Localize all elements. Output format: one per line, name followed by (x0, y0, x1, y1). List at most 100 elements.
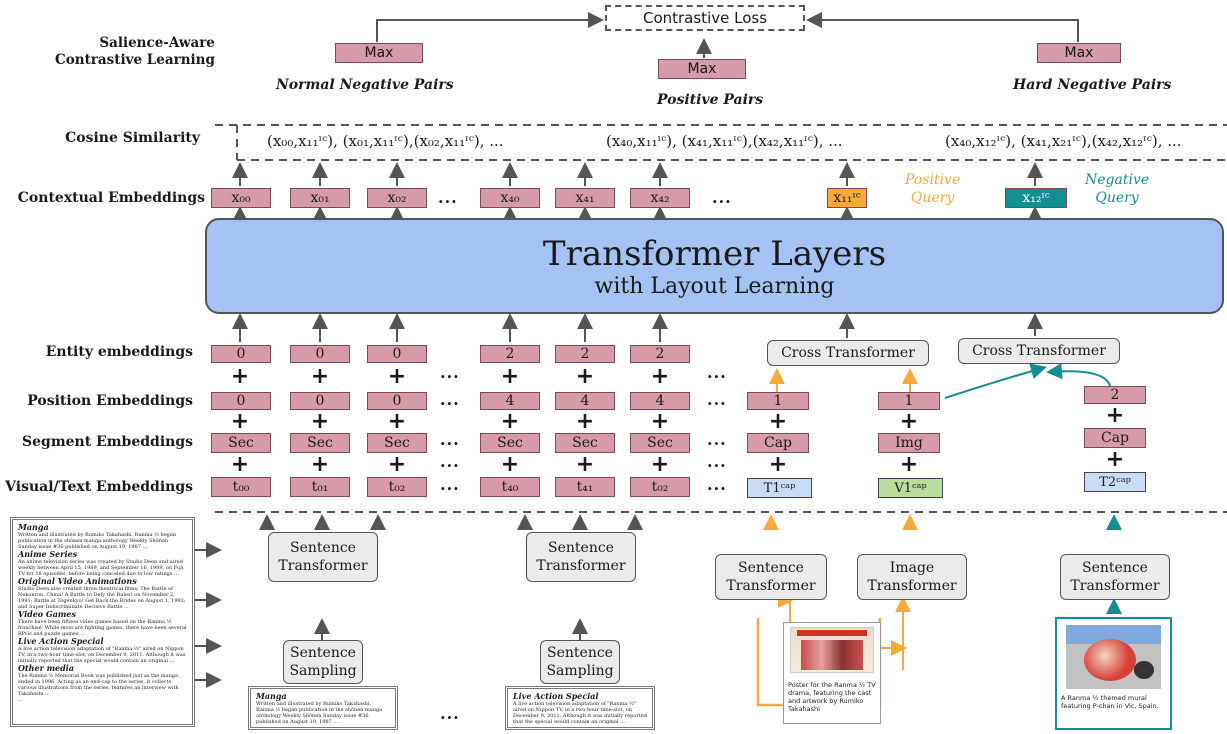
text-emb-2: t₀₂ (367, 477, 427, 497)
cross-transformer-positive-label: Cross Transformer (781, 345, 915, 361)
max-positive: Max (658, 59, 746, 79)
entity-embeddings-label: Entity embeddings (45, 344, 193, 360)
v1-cap-embedding: V1ᶜᵃᵖ (878, 478, 943, 498)
t2-cap-embedding: T2ᶜᵃᵖ (1084, 472, 1146, 492)
image-transformer-label: Image Transformer (867, 560, 957, 594)
ellipsis-position-2: ... (707, 390, 727, 409)
positive-query-line2: Query (910, 190, 955, 206)
segment-0: Sec (211, 433, 271, 453)
segment-3: Sec (480, 433, 540, 453)
contrastive-loss-box: Contrastive Loss (605, 5, 805, 31)
plus-icon: + (650, 409, 670, 434)
max-hard-negative: Max (1037, 43, 1121, 63)
ctx-negative-query-token: x₁₂ᶦᶜ (1005, 188, 1067, 208)
cosine-pairs-hard: (x₄₀,x₁₂ᶦᶜ), (x₄₁,x₂₁ᶦᶜ),(x₄₂,x₁₂ᶦᶜ), ..… (945, 132, 1182, 150)
positive-pairs-label: Positive Pairs (657, 92, 764, 108)
negative-query-line2: Query (1095, 190, 1139, 206)
sentence-transformer-3: Sentence Transformer (715, 554, 827, 600)
sample2-heading: Live Action Special (513, 691, 599, 701)
document-section-body: The Ranma ½ Memorial Book was published … (18, 673, 179, 697)
max-normal-negative: Max (335, 43, 423, 63)
negative-query-label: Negative Query (1085, 171, 1149, 207)
cosine-pairs-normal: (x₀₀,x₁₁ᶦᶜ), (x₀₁,x₁₁ᶦᶜ),(x₀₂,x₁₁ᶦᶜ), ..… (267, 132, 504, 150)
ctx-ellipsis-2: ... (712, 188, 732, 207)
sentence-sampling-2-label: Sentence Sampling (546, 645, 614, 679)
sentence-transformer-1-label: Sentence Transformer (278, 540, 368, 574)
segment-4: Sec (555, 433, 615, 453)
ctx-x00: x₀₀ (211, 188, 271, 208)
plus-icon: + (230, 452, 250, 477)
plus-icon: + (650, 452, 670, 477)
position-img-1: 1 (878, 392, 940, 410)
entity-5: 2 (630, 345, 690, 363)
plus-icon: + (768, 452, 788, 477)
poster-image-card: Poster for the Ranma ½ TV drama, featuri… (783, 622, 881, 724)
segment-img: Img (878, 433, 940, 453)
text-emb-1: t₀₁ (290, 477, 350, 497)
poster-image (790, 627, 874, 673)
ctx-x42: x₄₂ (630, 188, 690, 208)
plus-icon: + (500, 364, 520, 389)
max-hard-label: Max (1064, 45, 1094, 61)
sentence-transformer-2: Sentence Transformer (526, 532, 636, 582)
positive-query-line1: Positive (905, 172, 961, 188)
ellipsis-plus: ... (440, 452, 460, 471)
sentence-transformer-2-label: Sentence Transformer (536, 540, 626, 574)
plus-icon: + (899, 452, 919, 477)
plus-icon: + (500, 409, 520, 434)
plus-icon: + (899, 409, 919, 434)
text-emb-5: t₀₂ (630, 477, 690, 497)
text-emb-4: t₄₁ (555, 477, 615, 497)
document-section-heading: Anime Series (18, 549, 78, 559)
text-emb-3: t₄₀ (480, 477, 540, 497)
position-embeddings-label: Position Embeddings (27, 393, 193, 409)
entity-0: 0 (211, 345, 271, 363)
sample2-body: A live action television adaptation of "… (513, 701, 647, 725)
salience-label: Salience-Aware Contrastive Learning (55, 35, 215, 69)
ellipsis-segment-2: ... (707, 430, 727, 449)
cross-transformer-negative-label: Cross Transformer (972, 343, 1106, 359)
document-section-body: Written and illustrated by Rumiko Takaha… (18, 532, 177, 550)
sample1-body: Written and illustrated by Rumiko Takaha… (256, 701, 383, 725)
sampled-sentence-card-1: Manga Written and illustrated by Rumiko … (248, 686, 398, 730)
position-cap-1: 1 (747, 392, 809, 410)
entity-2: 0 (367, 345, 427, 363)
t1-cap-embedding: T1ᶜᵃᵖ (747, 478, 812, 498)
plus-icon: + (387, 409, 407, 434)
document-section-body: An anime television series was created b… (18, 559, 184, 577)
ellipsis-entity: ... (440, 363, 460, 382)
document-section-body: There have been fifteen video games base… (18, 619, 187, 637)
sentence-transformer-1: Sentence Transformer (268, 532, 378, 582)
document-ellipsis: ... (18, 697, 23, 703)
sentence-sampling-2: Sentence Sampling (540, 640, 620, 684)
sampled-sentence-card-2: Live Action Special A live action televi… (505, 686, 655, 730)
plus-icon: + (650, 364, 670, 389)
ctx-ellipsis-1: ... (438, 188, 458, 207)
cosine-similarity-label: Cosine Similarity (65, 130, 200, 146)
sentence-sampling-1-label: Sentence Sampling (289, 645, 357, 679)
poster-caption: Poster for the Ranma ½ TV drama, featuri… (788, 681, 876, 713)
position-2: 0 (367, 392, 427, 410)
ellipsis-position: ... (440, 390, 460, 409)
sentence-transformer-3-label: Sentence Transformer (726, 560, 816, 594)
mural-caption: A Ranma ½ themed mural featuring P-chan … (1061, 694, 1159, 710)
document-section-heading: Other media (18, 663, 74, 673)
document-section-body: A live action television adaptation of "… (18, 646, 186, 664)
ellipsis-plus-2: ... (707, 452, 727, 471)
sample-ellipsis: ... (440, 704, 460, 723)
plus-icon: + (310, 409, 330, 434)
entity-4: 2 (555, 345, 615, 363)
transformer-title: Transformer Layers (542, 234, 887, 274)
segment-cap: Cap (747, 433, 809, 453)
hard-negative-pairs-label: Hard Negative Pairs (1013, 77, 1172, 93)
ctx-x02: x₀₂ (367, 188, 427, 208)
salience-label-line2: Contrastive Learning (55, 52, 215, 68)
ellipsis-segment: ... (440, 430, 460, 449)
mural-image-card: A Ranma ½ themed mural featuring P-chan … (1055, 617, 1172, 730)
plus-icon: + (310, 452, 330, 477)
position-1: 0 (290, 392, 350, 410)
position-5: 4 (630, 392, 690, 410)
sentence-transformer-4: Sentence Transformer (1060, 554, 1170, 600)
segment-2: Sec (367, 433, 427, 453)
transformer-subtitle: with Layout Learning (594, 274, 835, 299)
